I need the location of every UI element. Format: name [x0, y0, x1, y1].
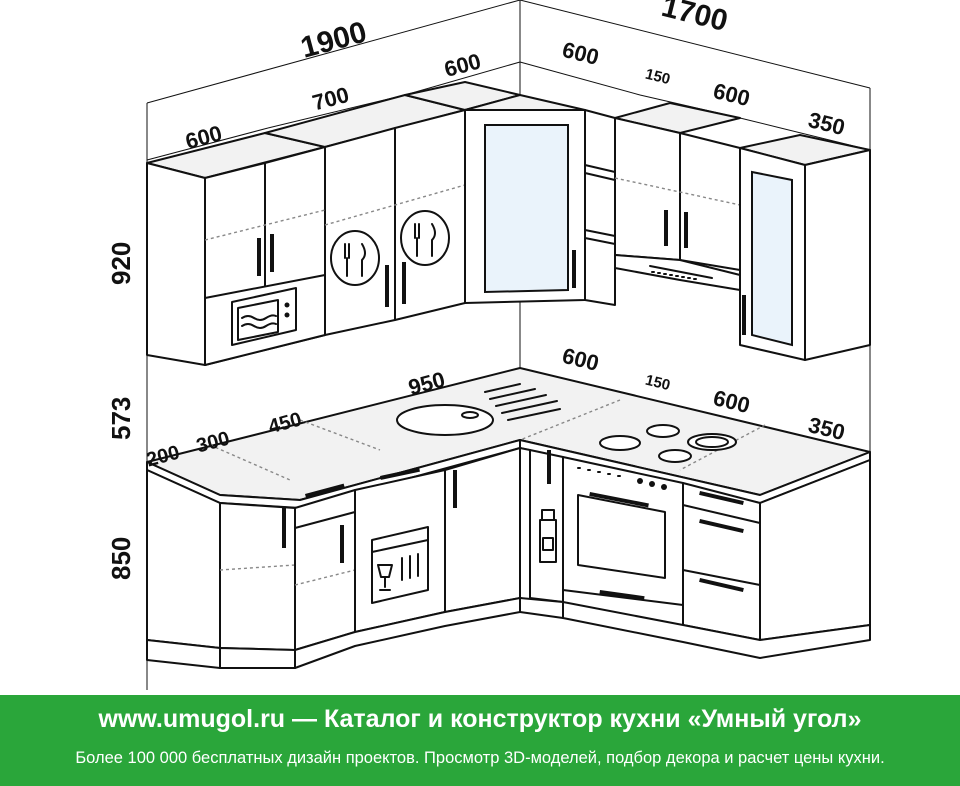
dim-total-left: 1900: [297, 16, 370, 65]
bottle-icon: [539, 509, 557, 563]
dim-gap-height: 573: [106, 397, 136, 440]
lower-cabinets-right: [519, 447, 871, 659]
banner-subtitle: Более 100 000 бесплатных дизайн проектов…: [75, 749, 885, 767]
microwave-icon: [231, 287, 297, 346]
sink-icon: [396, 383, 561, 436]
banner-title[interactable]: www.umugol.ru — Каталог и конструктор ку…: [98, 705, 862, 733]
cooktop-icon: [599, 424, 737, 463]
promo-banner: www.umugol.ru — Каталог и конструктор ку…: [0, 695, 960, 786]
dim-base-right-1: 600: [560, 343, 602, 376]
kitchen-drawing: 1900 1700 600 700 600 600 150 600 350 92…: [106, 0, 871, 690]
dim-total-right: 1700: [658, 0, 731, 38]
dim-base-height: 850: [106, 537, 136, 580]
plate-cutlery-icon: [400, 210, 450, 266]
upper-cabinets-right: [584, 102, 871, 361]
dishwasher-icon: [371, 526, 429, 604]
dim-upper-right-3: 600: [711, 78, 753, 111]
upper-cabinets-left: [146, 81, 521, 366]
countertop: [146, 367, 871, 509]
oven-icon: [577, 467, 667, 579]
dim-upper-right-1: 600: [560, 37, 602, 70]
dim-base-right-2: 150: [644, 372, 672, 395]
lower-cabinets-left: [146, 447, 521, 669]
dim-base-right-3: 600: [711, 385, 753, 418]
dim-upper-height: 920: [106, 242, 136, 285]
plate-cutlery-icon: [330, 230, 380, 286]
upper-corner-cabinet: [464, 94, 586, 304]
dim-upper-right-2: 150: [644, 66, 672, 89]
dim-upper-left-3: 600: [442, 48, 484, 82]
